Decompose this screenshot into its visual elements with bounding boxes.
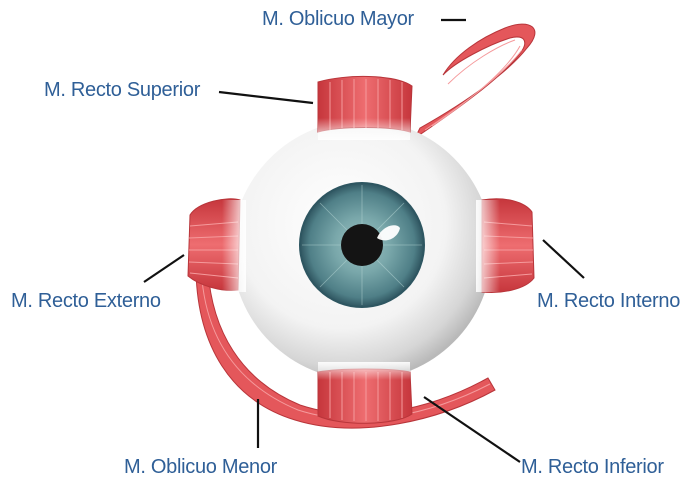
label-oblicuo-mayor: M. Oblicuo Mayor xyxy=(262,9,414,29)
recto-interno-muscle xyxy=(476,199,534,293)
label-recto-interno: M. Recto Interno xyxy=(537,291,680,311)
oblicuo-mayor-muscle xyxy=(415,24,535,138)
leader-recto-externo xyxy=(144,255,184,282)
label-recto-superior: M. Recto Superior xyxy=(44,80,200,100)
label-recto-externo: M. Recto Externo xyxy=(11,291,161,311)
label-recto-inferior: M. Recto Inferior xyxy=(521,457,664,477)
recto-superior-muscle xyxy=(318,76,412,140)
recto-inferior-muscle xyxy=(318,362,412,423)
leader-recto-inferior xyxy=(424,397,520,462)
label-oblicuo-menor: M. Oblicuo Menor xyxy=(124,457,277,477)
leader-recto-interno xyxy=(543,240,584,278)
leader-recto-superior xyxy=(219,92,313,103)
pupil xyxy=(341,224,383,266)
recto-externo-muscle xyxy=(188,199,246,292)
